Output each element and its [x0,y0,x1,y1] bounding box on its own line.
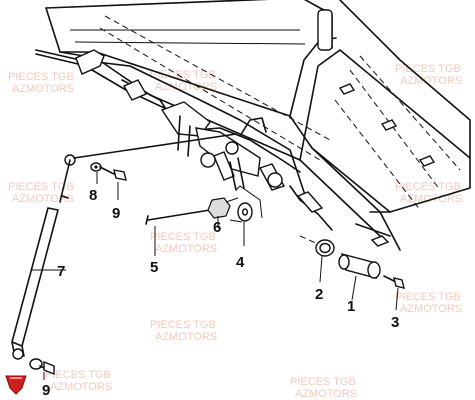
watermark-text: PIECES TGB [8,181,74,193]
callout-9-upper: 9 [112,205,120,222]
pivot-bolt [267,172,283,188]
bolt-head-icon [43,360,55,376]
callout-6: 6 [213,219,221,236]
strut-lower-eye [12,348,24,360]
watermark-group: PIECES TGB AZMOTORS PIECES TGB AZMOTORS … [8,63,462,400]
grease-nipple-icon [393,277,405,289]
pivot-bolt [200,152,216,168]
watermark-text: PIECES TGB [45,369,111,381]
watermark-text: AZMOTORS [12,193,74,205]
hinge-lug [213,151,235,181]
leader-lines [32,172,399,380]
watermark-text: AZMOTORS [400,303,462,315]
watermark-text: PIECES TGB [290,376,356,388]
bed-tie-hooks [338,83,436,167]
bed-handle [317,9,333,51]
lower-strut-fasteners [29,358,55,376]
watermark-text: PIECES TGB [395,291,461,303]
callout-5: 5 [150,259,158,276]
watermark-text: PIECES TGB [8,71,74,83]
watermark-text: AZMOTORS [12,83,74,95]
nut-icon [207,197,231,219]
callout-9-lower: 9 [42,382,50,399]
watermark-text: AZMOTORS [295,388,357,400]
callout-8: 8 [89,187,97,204]
callout-labels: 1 2 3 4 5 6 7 8 9 9 [42,187,399,399]
upper-strut-fasteners [90,162,127,181]
lower-mount [296,191,324,213]
watermark-text: AZMOTORS [155,331,217,343]
washer-icon [29,358,43,370]
watermark-text: PIECES TGB [150,69,216,81]
logo-shield-icon [5,375,27,395]
watermark-text: AZMOTORS [155,81,217,93]
brand-logo [5,375,27,395]
bolt-head-icon [113,169,127,181]
bracket-mid [123,79,147,101]
bed-foot [370,235,390,247]
watermark-text: PIECES TGB [150,231,216,243]
watermark-text: PIECES TGB [150,319,216,331]
watermark-text: AZMOTORS [155,243,217,255]
watermark-text: PIECES TGB [395,63,461,75]
callout-1: 1 [347,298,355,315]
callout-7: 7 [57,263,65,280]
callout-3: 3 [391,314,399,331]
pivot-bolt [225,141,239,155]
watermark-text: PIECES TGB [395,181,461,193]
watermark-text: AZMOTORS [400,75,462,87]
watermark-text: AZMOTORS [50,381,112,393]
hinge-pin-group [299,235,405,289]
callout-2: 2 [315,286,323,303]
gas-strut [11,133,237,360]
callout-4: 4 [236,254,245,271]
cargo-bed [45,0,471,251]
hinge-frame [35,49,333,231]
bracket-left [75,49,105,75]
pivot-fasteners [145,185,263,225]
